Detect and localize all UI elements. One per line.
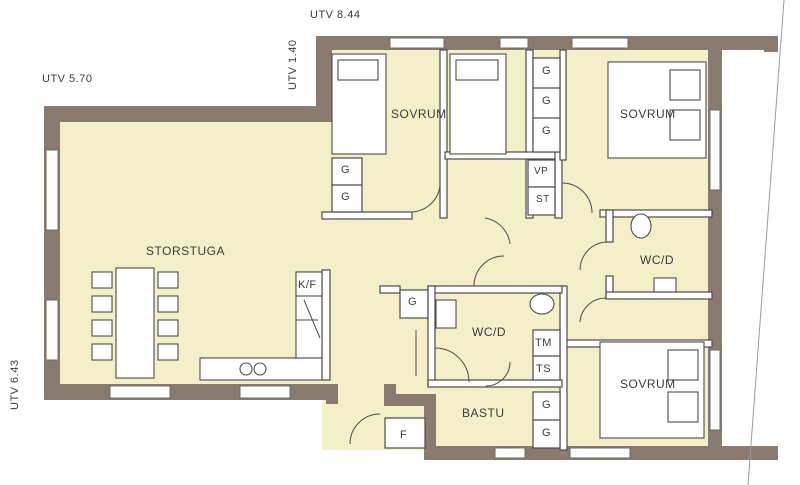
closet-label-g: G <box>341 164 351 176</box>
room-label-wc-d-1: WC/D <box>640 253 674 267</box>
windows <box>45 37 721 459</box>
fixture-label-ts: TS <box>536 363 552 375</box>
fixture-label-kf: K/F <box>298 279 317 291</box>
utv-vertical-left-label: UTV 6.43 <box>9 359 21 410</box>
closet-label-g: G <box>542 399 552 411</box>
closet-label-g: G <box>542 65 552 77</box>
utv-left-label: UTV 5.70 <box>42 73 93 85</box>
bathroom-fixtures <box>435 213 677 329</box>
site-boundary <box>747 0 785 485</box>
fixture-label-st: ST <box>536 194 550 205</box>
fixture-label-f: F <box>400 429 408 441</box>
fixture-label-tm: TM <box>535 337 552 349</box>
room-label-bastu: BASTU <box>462 406 505 420</box>
dining-set <box>91 267 179 379</box>
closets <box>331 57 561 449</box>
kitchen-counter <box>199 271 323 381</box>
room-label-sovrum-1: SOVRUM <box>391 107 447 121</box>
vertical-stair <box>296 299 417 376</box>
closet-label-g: G <box>341 191 351 203</box>
closet-label-g: G <box>542 125 552 137</box>
utv-vertical-top-label: UTV 1.40 <box>287 39 299 90</box>
utv-top-label: UTV 8.44 <box>310 9 361 21</box>
fixture-label-vp: VP <box>534 166 549 177</box>
closet-label-g: G <box>408 296 418 308</box>
closet-label-g: G <box>542 95 552 107</box>
room-label-sovrum-2: SOVRUM <box>620 107 676 121</box>
room-label-storstuga: STORSTUGA <box>146 244 225 258</box>
door-swings <box>349 182 607 445</box>
closet-label-g: G <box>542 427 552 439</box>
room-label-sovrum-3: SOVRUM <box>620 377 676 391</box>
beds <box>331 53 707 439</box>
room-label-wc-d-2: WC/D <box>472 325 506 339</box>
